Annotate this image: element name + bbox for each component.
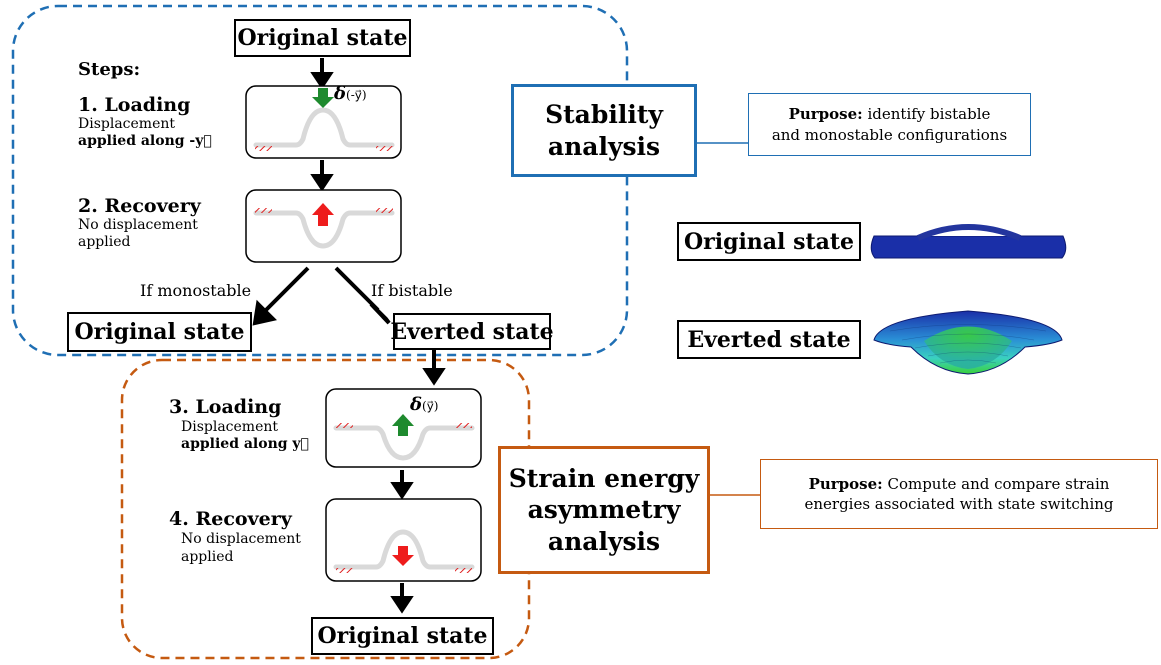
step1-delta-sub: (-y⃗) [346,88,367,102]
step3-title: 3. Loading [169,396,282,418]
step1-panel [245,85,402,159]
step1-delta-label: δ(-y⃗) [334,83,367,105]
legend-original-state-label: Original state [683,228,855,255]
branch-monostable-label: If monostable [140,281,252,300]
step2-recovery-arrow [312,203,334,226]
step3-line2: applied along y⃗ [181,436,309,452]
step1-title: 1. Loading [78,94,191,116]
step3-line1: Displacement [181,419,279,435]
left-original-state-box: Original state [67,312,252,352]
step2-title: 2. Recovery [78,195,201,217]
strain-purpose-text2: energies associated with state switching [804,495,1114,513]
step3-delta-sub: (y⃗) [422,399,439,413]
fem-everted-shape [873,310,1063,375]
strain-purpose-box: Purpose: Compute and compare strain ener… [760,459,1158,529]
step2-line1: No displacement [78,217,198,233]
left-original-state-label: Original state [74,319,245,345]
step3-delta-symbol: δ [410,394,423,415]
strain-analysis-box: Strain energy asymmetry analysis [498,446,710,574]
strain-title-line3: analysis [547,526,661,556]
top-original-state-box: Original state [234,19,411,57]
strain-purpose-text1: Compute and compare strain [887,474,1110,493]
stability-analysis-box: Stability analysis [511,84,697,177]
fem-original-shape [870,224,1067,259]
bottom-original-state-box: Original state [311,617,494,655]
steps-label: Steps: [78,59,141,80]
bottom-original-state-label: Original state [317,623,488,649]
legend-original-state-box: Original state [677,222,861,261]
everted-state-box: Everted state [390,313,554,350]
step1-delta-symbol: δ [334,83,347,104]
step4-line1: No displacement [181,531,301,547]
step4-line2: applied [181,549,234,565]
stability-purpose-text2: and monostable configurations [771,125,1008,144]
step3-load-arrow [392,414,414,436]
branch-bistable-label: If bistable [371,281,453,300]
step4-title: 4. Recovery [169,508,292,530]
step2-line2: applied [78,234,131,250]
top-original-state-label: Original state [237,25,408,51]
stability-purpose-text1: identify bistable [867,105,991,124]
legend-everted-state-label: Everted state [687,326,851,353]
step3-delta-label: δ(y⃗) [410,394,439,416]
step1-load-arrow [312,88,334,108]
step4-panel [325,498,482,582]
step2-panel [245,189,402,263]
stability-group-outline [11,4,629,357]
strain-purpose-bold: Purpose: [808,474,883,493]
stability-purpose-box: Purpose: identify bistable and monostabl… [748,93,1031,156]
step1-line1: Displacement [78,116,176,132]
everted-state-label: Everted state [390,318,554,345]
legend-everted-state-box: Everted state [677,320,861,359]
step3-panel [325,388,482,468]
step1-line2: applied along -y⃗ [78,133,212,149]
stability-title-line1: Stability [545,100,663,130]
stability-title-line2: analysis [547,131,661,161]
step4-recovery-arrow [392,546,414,566]
strain-title-line2: asymmetry [527,495,681,525]
stability-purpose-bold: Purpose: [788,105,863,124]
strain-title-line1: Strain energy [508,464,700,494]
flow-arrows [252,58,446,614]
